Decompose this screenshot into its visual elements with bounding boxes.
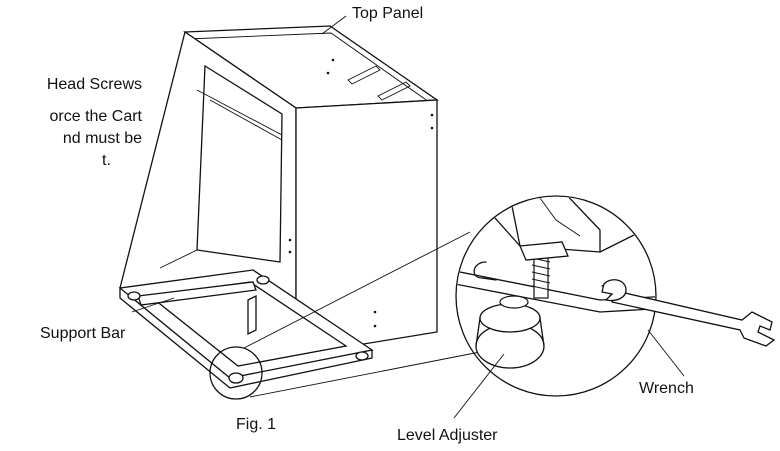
side-text-line: nd must be: [62, 130, 142, 147]
hook: [473, 261, 497, 281]
foot: [228, 372, 244, 384]
top-panel-label: Top Panel: [352, 5, 424, 22]
vent-slot: [377, 81, 411, 101]
support-bar-label: Support Bar: [40, 325, 126, 342]
leader-top-panel: [321, 15, 347, 35]
figure-caption: Fig. 1: [236, 416, 277, 433]
wrench-label: Wrench: [639, 380, 694, 397]
cabinet-side-panel: [295, 99, 438, 356]
wrench-body: [611, 289, 776, 347]
wrench-head: [601, 279, 627, 302]
detail-magnified-circle: [455, 195, 657, 397]
side-instruction-text: Head Screws orce the Cart nd must be t.: [0, 74, 142, 172]
foot: [256, 275, 270, 285]
level-adjuster-label: Level Adjuster: [397, 427, 498, 444]
support-bar: [137, 281, 257, 306]
base-frame: [118, 269, 374, 389]
wrench: [601, 279, 776, 347]
foot: [127, 291, 141, 301]
cabinet-opening: [196, 64, 283, 263]
detail-callout-circle: [209, 346, 263, 400]
level-adjuster-foot: [475, 295, 545, 369]
level-adjuster-detail: [455, 195, 657, 397]
mount-bracket: [247, 294, 257, 336]
foot: [355, 351, 369, 361]
leader-level-adjuster: [453, 353, 505, 419]
side-text-line: t.: [102, 152, 111, 169]
vent-slot: [347, 65, 381, 85]
side-text-line: orce the Cart: [49, 108, 142, 125]
leader-support-bar: [131, 297, 175, 313]
threaded-stud: [519, 241, 569, 299]
leader-wrench: [647, 329, 685, 377]
side-text-line: Head Screws: [46, 76, 142, 93]
